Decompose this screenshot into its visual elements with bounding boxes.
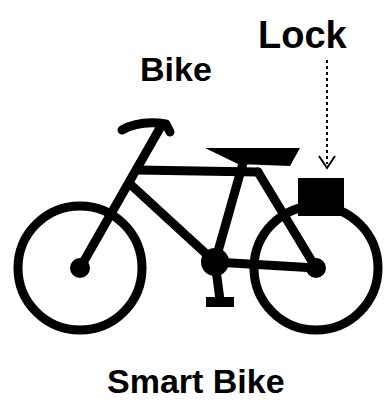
leader-line: [326, 60, 328, 164]
front-wheel: [18, 206, 142, 330]
front-hub: [70, 258, 90, 278]
seat-tube: [215, 156, 245, 262]
chainring: [201, 248, 229, 276]
pedal: [206, 297, 234, 307]
part-label: Lock: [258, 16, 347, 54]
rear-hub: [306, 258, 326, 278]
caption: Smart Bike: [107, 364, 285, 398]
lock-box: [298, 178, 344, 216]
chain-stay: [215, 262, 316, 268]
down-tube: [130, 184, 215, 262]
saddle: [205, 148, 300, 166]
leader-arrowhead: [319, 156, 335, 168]
part-label: Bike: [140, 52, 212, 86]
